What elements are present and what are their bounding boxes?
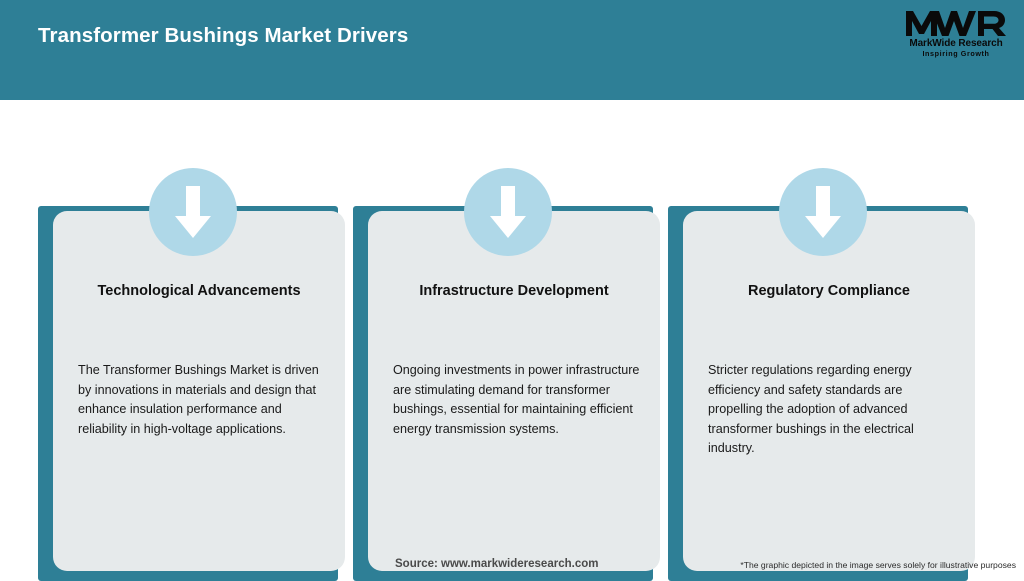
logo-tagline: Inspiring Growth: [922, 49, 990, 58]
brand-logo: MarkWide Research Inspiring Growth: [902, 8, 1010, 62]
footer-disclaimer: *The graphic depicted in the image serve…: [740, 560, 1016, 570]
card-face: [368, 211, 660, 571]
page-title: Transformer Bushings Market Drivers: [38, 24, 409, 47]
arrow-down-icon: [149, 168, 237, 256]
card-title: Technological Advancements: [97, 283, 301, 299]
card-description: Ongoing investments in power infrastruct…: [393, 363, 640, 436]
card-title: Regulatory Compliance: [748, 283, 910, 299]
driver-cards-container: Technological Advancements The Transform…: [0, 100, 1024, 581]
logo-company-name: MarkWide Research: [909, 38, 1003, 49]
card-description: The Transformer Bushings Market is drive…: [78, 363, 319, 436]
driver-card-1[interactable]: Technological Advancements The Transform…: [38, 136, 353, 581]
card-title: Infrastructure Development: [419, 283, 609, 299]
card-face: [683, 211, 975, 571]
card-description: Stricter regulations regarding energy ef…: [708, 363, 914, 456]
footer-source: Source: www.markwideresearch.com: [395, 558, 599, 570]
page-header: Transformer Bushings Market Drivers Mark…: [0, 0, 1024, 100]
card-face: [53, 211, 345, 571]
driver-card-3[interactable]: Regulatory Compliance Stricter regulatio…: [668, 136, 983, 581]
driver-card-2[interactable]: Infrastructure Development Ongoing inves…: [353, 136, 668, 581]
arrow-down-icon: [779, 168, 867, 256]
arrow-down-icon: [464, 168, 552, 256]
mwr-logo-mark-icon: [902, 8, 1010, 38]
